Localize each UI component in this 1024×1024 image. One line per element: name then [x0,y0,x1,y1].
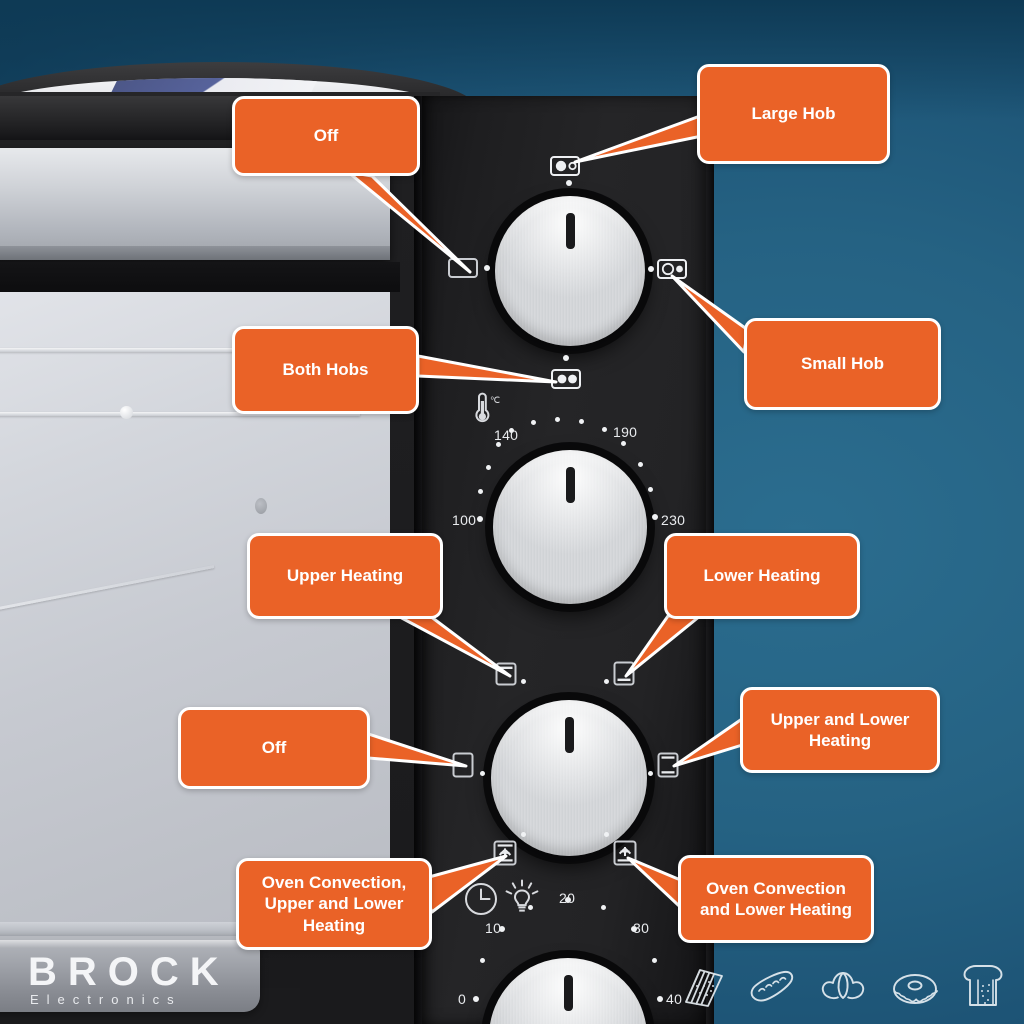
hob-knob-pointer [565,212,575,249]
callout-both-hobs-label: Both Hobs [282,360,369,380]
timer-tick-0 [473,996,479,1002]
function-tick-conv-upper-lower [521,832,526,837]
callout-large-hob[interactable]: Large Hob [697,64,890,164]
temp-label-100: 100 [452,512,477,528]
svg-text:℃: ℃ [490,395,500,405]
donut-icon [888,966,942,1010]
callout-upper-and-lower-heating[interactable]: Upper and Lower Heating [740,687,940,773]
temperature-knob[interactable] [493,450,647,604]
function-tick-upper [521,679,526,684]
callout-function-off-label: Off [261,738,287,758]
callout-hob-off[interactable]: Off [232,96,420,176]
timer-knob-pointer [563,975,573,1012]
temp-tick [509,428,514,433]
temp-label-230: 230 [661,512,686,528]
temp-tick [602,427,607,432]
callout-lower-heating-label: Lower Heating [703,566,821,586]
temp-tick-230 [652,514,658,520]
hob-selector-knob[interactable] [495,196,645,346]
temp-tick [648,487,653,492]
callout-upper-and-lower-heating-label: Upper and Lower Heating [770,709,910,750]
temperature-knob-pointer [565,466,575,503]
temp-tick [478,489,483,494]
sandwich-icon [680,962,728,1010]
brand-name: BROCK [28,950,230,994]
thermometer-celsius-icon: ℃ [466,392,500,426]
callout-lower-heating[interactable]: Lower Heating [664,533,860,619]
temp-tick [579,419,584,424]
hob-tick-left [484,265,490,271]
toast-icon [960,962,1006,1010]
callout-function-off[interactable]: Off [178,707,370,789]
timer-tick-10 [499,926,505,932]
oven-rack-diagonal [0,565,215,631]
hob-tick-top [566,180,572,186]
convection-lower-symbol [613,840,637,866]
function-knob-pointer [564,717,574,754]
temp-tick-100 [477,516,483,522]
temp-tick [638,462,643,467]
timer-label-40: 40 [666,991,683,1007]
both-hobs-symbol [551,368,581,390]
brand-subtitle: Electronics [30,992,182,1007]
convection-upper-lower-symbol [493,840,517,866]
croissant-icon [816,966,870,1010]
function-tick-conv-lower [604,832,609,837]
lamp-icon [504,878,540,918]
small-hob-symbol [657,259,687,279]
callout-convection-upper-lower[interactable]: Oven Convection, Upper and Lower Heating [236,858,432,950]
callout-convection-upper-lower-label: Oven Convection, Upper and Lower Heating [261,873,407,935]
food-icon-row [680,962,1006,1010]
callout-both-hobs[interactable]: Both Hobs [232,326,419,414]
brand-plate [0,936,260,1012]
hob-off-symbol [448,258,478,278]
callout-small-hob-label: Small Hob [800,354,885,374]
baguette-icon [746,966,798,1010]
function-tick-upper-lower [648,771,653,776]
large-hob-symbol [550,156,580,176]
timer-tick-30 [631,926,637,932]
function-off-symbol [452,752,474,778]
function-tick-lower [604,679,609,684]
oven-door-gap [0,262,400,292]
oven-rack-upper [0,348,360,352]
timer-label-0: 0 [458,991,467,1007]
temp-tick [486,465,491,470]
callout-upper-heating[interactable]: Upper Heating [247,533,443,619]
callout-convection-lower[interactable]: Oven Convection and Lower Heating [678,855,874,943]
callout-upper-heating-label: Upper Heating [286,566,404,586]
timer-tick [480,958,485,963]
temp-tick [496,442,501,447]
oven-door-screw [255,498,267,514]
timer-label-30: 30 [633,920,650,936]
function-tick-off [480,771,485,776]
timer-tick [652,958,657,963]
timer-tick-20 [565,897,571,903]
oven-rack-knob [120,406,133,419]
timer-label-20: 20 [559,890,576,906]
function-selector-knob[interactable] [491,700,647,856]
hob-tick-right [648,266,654,272]
temp-tick [531,420,536,425]
hob-tick-bottom [563,355,569,361]
callout-hob-off-label: Off [313,126,339,146]
timer-tick [601,905,606,910]
temp-label-140: 140 [494,427,519,443]
timer-label-10: 10 [485,920,502,936]
oven-rack-lower [0,412,360,416]
temp-label-190: 190 [613,424,638,440]
lower-heating-symbol [613,661,635,686]
timer-tick [528,905,533,910]
timer-tick-40 [657,996,663,1002]
callout-large-hob-label: Large Hob [751,104,836,124]
callout-convection-lower-label: Oven Convection and Lower Heating [699,878,853,919]
upper-lower-heating-symbol [657,752,679,778]
clock-icon [462,880,500,918]
temp-tick [555,417,560,422]
callout-small-hob[interactable]: Small Hob [744,318,941,410]
upper-heating-symbol [495,662,517,686]
temp-tick [621,441,626,446]
